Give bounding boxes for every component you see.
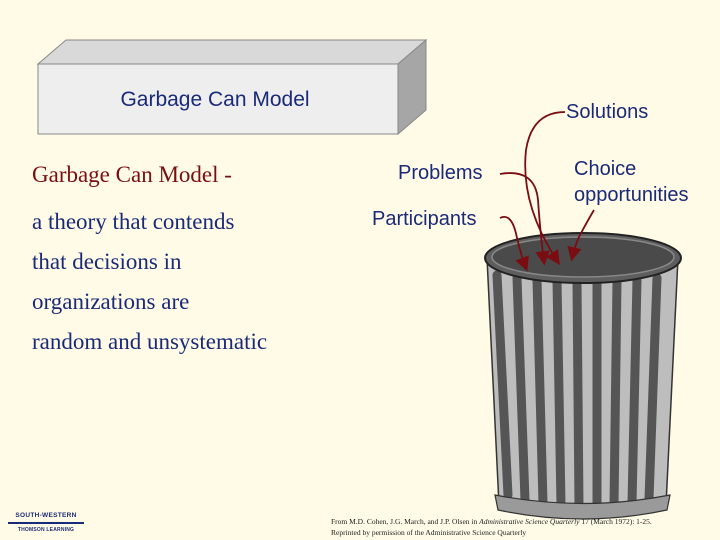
logo-line1: SOUTH-WESTERN [15, 512, 77, 519]
title-box-top [36, 39, 428, 65]
definition-line: that decisions in [32, 249, 182, 274]
arrow-choice [567, 209, 595, 262]
title-box-front [37, 63, 399, 135]
definition-heading: Garbage Can Model - [32, 162, 232, 187]
label-choice-line2: opportunities [574, 184, 689, 206]
arrow-icon [499, 111, 595, 272]
logo-divider [8, 522, 84, 524]
logo-line2: THOMSON LEARNING [17, 527, 75, 533]
title-box-label: Garbage Can Model [120, 88, 310, 111]
arrow-problems [499, 172, 550, 266]
label-participants: Participants [372, 208, 477, 230]
citation-suffix: 17 (March 1972): 1-25. [579, 517, 652, 526]
definition-line: a theory that contends [32, 209, 235, 234]
definition-line: organizations are [32, 289, 190, 314]
citation: From M.D. Cohen, J.G. March, and J.P. Ol… [331, 516, 652, 538]
citation-line2: Reprinted by permission of the Administr… [331, 528, 527, 537]
arrow-participants [499, 216, 529, 272]
trash-can-icon [484, 232, 682, 520]
citation-prefix: From M.D. Cohen, J.G. March, and J.P. Ol… [331, 517, 480, 526]
label-choice-line1: Choice [574, 158, 637, 180]
definition-line: random and unsystematic [32, 329, 268, 354]
publisher-logo: SOUTH-WESTERN THOMSON LEARNING [6, 512, 86, 536]
label-solutions: Solutions [566, 101, 649, 123]
label-problems: Problems [398, 162, 483, 184]
citation-journal: Administrative Science Quarterly [479, 517, 580, 526]
definition-body: a theory that contends that decisions in… [32, 202, 332, 362]
label-choice-opportunities: Choice opportunities [574, 156, 689, 208]
